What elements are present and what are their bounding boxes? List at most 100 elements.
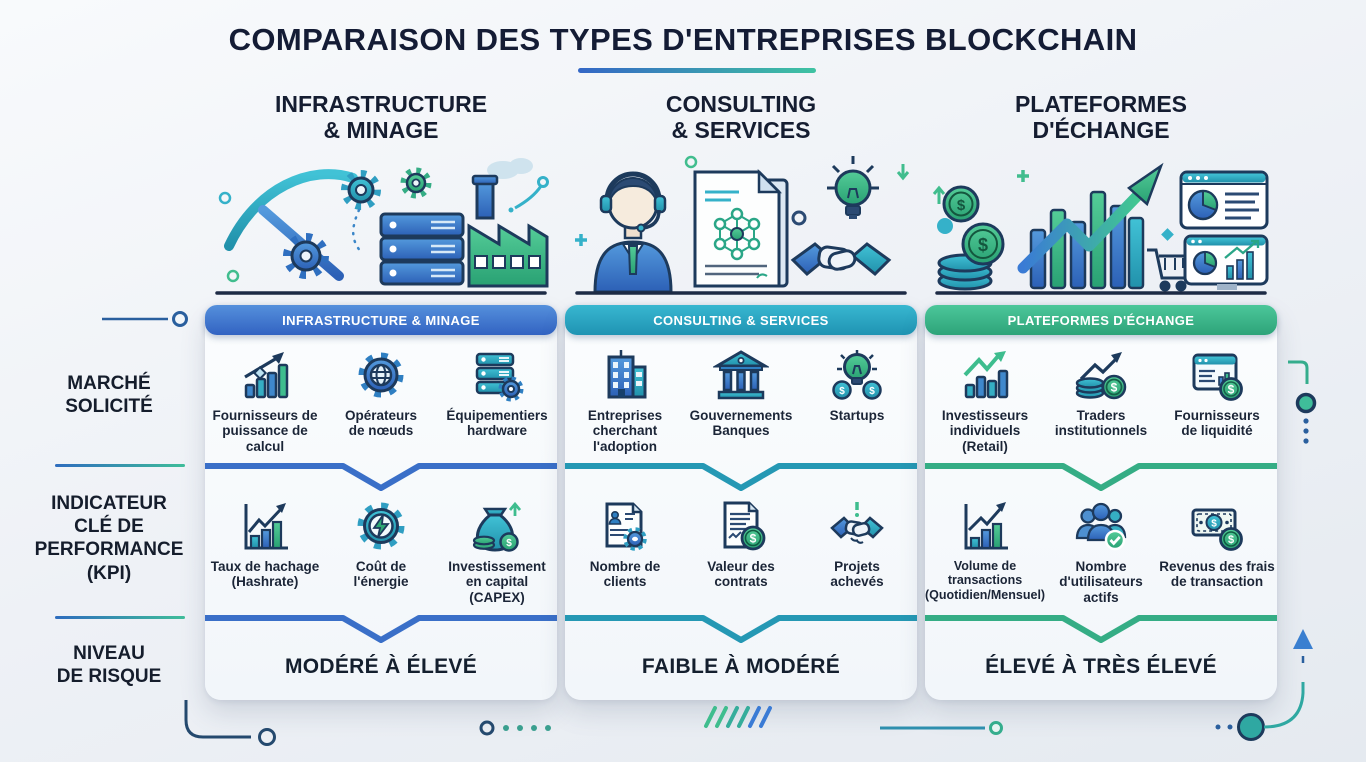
server-rack-icon <box>379 212 465 286</box>
plus-decoration <box>575 234 587 246</box>
analytics-dashboard-icon <box>1183 234 1269 290</box>
market-row: Entreprises cherchant l'adoption Gouvern… <box>567 341 915 454</box>
row-label-kpi: INDICATEUR CLÉ DE PERFORMANCE (KPI) <box>34 493 184 584</box>
gear-lightning-icon <box>353 492 409 554</box>
slashes-decoration <box>704 706 772 728</box>
triangle-decoration <box>1293 629 1313 663</box>
kpi-item: Volume de transactions (Quotidien/Mensue… <box>924 492 1046 605</box>
divider-chevron <box>205 615 557 643</box>
column-heading-infrastructure: INFRASTRUCTURE & MINAGE <box>274 91 488 143</box>
users-check-icon <box>1073 492 1129 554</box>
page-title: COMPARAISON DES TYPES D'ENTREPRISES BLOC… <box>228 22 1138 57</box>
item-label: Fournisseurs de liquidité <box>1174 408 1260 439</box>
svg-text:$: $ <box>957 197 966 214</box>
consultant-headset-icon <box>593 171 673 294</box>
item-label: Coût de l'énergie <box>353 559 409 590</box>
line-dot-decoration <box>880 721 1003 735</box>
svg-text:$: $ <box>1111 381 1118 395</box>
item-label: Startups <box>829 408 885 423</box>
market-item: $ Traders institutionnels <box>1043 341 1159 454</box>
svg-text:$: $ <box>1228 383 1235 397</box>
kpi-item: Coût de l'énergie <box>323 492 439 605</box>
row-label-marche: MARCHÉ SOLICITÉ <box>65 373 153 418</box>
column-heading-consulting: CONSULTING & SERVICES <box>665 91 817 143</box>
market-item: Équipementiers hardware <box>439 341 555 454</box>
item-label: Volume de transactions (Quotidien/Mensue… <box>924 559 1046 602</box>
bar-chart-rising-icon <box>237 341 293 403</box>
card-consulting: CONSULTING & SERVICES Entreprises cherch… <box>565 305 917 700</box>
card-header: CONSULTING & SERVICES <box>565 305 917 335</box>
divider-chevron <box>925 463 1277 491</box>
corner-line-decoration <box>184 700 276 746</box>
diamond-decoration <box>1161 228 1174 241</box>
kpi-item: Nombre d'utilisateurs actifs <box>1043 492 1159 605</box>
card-header: PLATEFORMES D'ÉCHANGE <box>925 305 1277 335</box>
market-item: Investisseurs individuels (Retail) <box>927 341 1043 454</box>
row-label-risque: NIVEAU DE RISQUE <box>56 643 162 688</box>
item-label: Nombre d'utilisateurs actifs <box>1059 559 1143 605</box>
risk-level-value: ÉLEVÉ À TRÈS ÉLEVÉ <box>985 654 1217 678</box>
svg-text:$: $ <box>978 235 988 255</box>
svg-text:$: $ <box>1211 519 1217 530</box>
svg-text:$: $ <box>506 538 512 549</box>
item-label: Opérateurs de nœuds <box>344 408 418 439</box>
money-bag-coins-icon: $ <box>469 492 525 554</box>
lightbulb-coins-icon: $ $ <box>829 341 885 403</box>
growth-arrow-icon <box>1017 162 1164 274</box>
gear-icon <box>341 170 381 210</box>
market-item: $ $ Startups <box>799 341 915 454</box>
card-plateformes: PLATEFORMES D'ÉCHANGE Investisseurs indi… <box>925 305 1277 700</box>
lightbulb-icon <box>827 156 879 219</box>
document-network-icon <box>693 168 789 288</box>
analytics-dashboard-icon <box>1179 170 1269 230</box>
office-building-icon <box>597 341 653 403</box>
market-item: Entreprises cherchant l'adoption <box>567 341 683 454</box>
market-item: Gouvernements Banques <box>683 341 799 454</box>
dotted-line-decoration <box>479 720 551 736</box>
rail-divider <box>55 616 185 619</box>
banknote-coins-icon: $ $ <box>1189 492 1245 554</box>
divider-chevron <box>565 615 917 643</box>
hero-illustration-consulting <box>565 148 917 298</box>
kpi-item: $ Investissement en capital (CAPEX) <box>439 492 555 605</box>
server-gear-icon <box>469 341 525 403</box>
card-infrastructure: INFRASTRUCTURE & MINAGE Fournisseurs de … <box>205 305 557 700</box>
right-rail-decoration <box>1288 360 1317 444</box>
kpi-row: Nombre de clients $ Valeur des contrats <box>567 492 915 590</box>
svg-text:$: $ <box>839 386 845 397</box>
bar-chart-rising-icon <box>957 341 1013 403</box>
svg-text:$: $ <box>750 532 757 546</box>
card-header: INFRASTRUCTURE & MINAGE <box>205 305 557 335</box>
item-label: Investisseurs individuels (Retail) <box>941 408 1029 454</box>
hero-illustration-exchange: $ $ <box>925 148 1277 298</box>
title-underline <box>578 68 816 73</box>
market-row: Investisseurs individuels (Retail) $ Tra… <box>927 341 1275 454</box>
item-label: Revenus des frais de transaction <box>1159 559 1275 590</box>
item-label: Investissement en capital (CAPEX) <box>448 559 546 605</box>
pickaxe-icon <box>224 169 358 281</box>
kpi-item: $ $ Revenus des frais de transaction <box>1159 492 1275 605</box>
kpi-row: Volume de transactions (Quotidien/Mensue… <box>924 492 1275 605</box>
kpi-item: Nombre de clients <box>567 492 683 590</box>
item-label: Gouvernements Banques <box>689 408 793 439</box>
coins-trend-arrow-icon: $ <box>1073 341 1129 403</box>
axis-chart-rising-icon <box>957 492 1013 554</box>
kpi-item: Taux de hachage (Hashrate) <box>207 492 323 605</box>
rail-divider <box>55 464 185 467</box>
kpi-row: Taux de hachage (Hashrate) Coût de l'éne… <box>207 492 555 605</box>
gear-icon <box>283 233 329 279</box>
column-heading-plateformes: PLATEFORMES D'ÉCHANGE <box>1014 91 1188 143</box>
item-label: Valeur des contrats <box>707 559 775 590</box>
item-label: Traders institutionnels <box>1054 408 1148 439</box>
svg-text:$: $ <box>869 386 875 397</box>
document-dollar-icon: $ <box>713 492 769 554</box>
axis-chart-rising-icon <box>237 492 293 554</box>
monitor-dollar-icon: $ <box>1189 341 1245 403</box>
market-item: $ Fournisseurs de liquidité <box>1159 341 1275 454</box>
document-person-gear-icon <box>597 492 653 554</box>
gear-globe-icon <box>353 341 409 403</box>
item-label: Fournisseurs de puissance de calcul <box>212 408 318 454</box>
market-row: Fournisseurs de puissance de calcul Opér… <box>207 341 555 454</box>
gear-icon <box>400 167 432 199</box>
